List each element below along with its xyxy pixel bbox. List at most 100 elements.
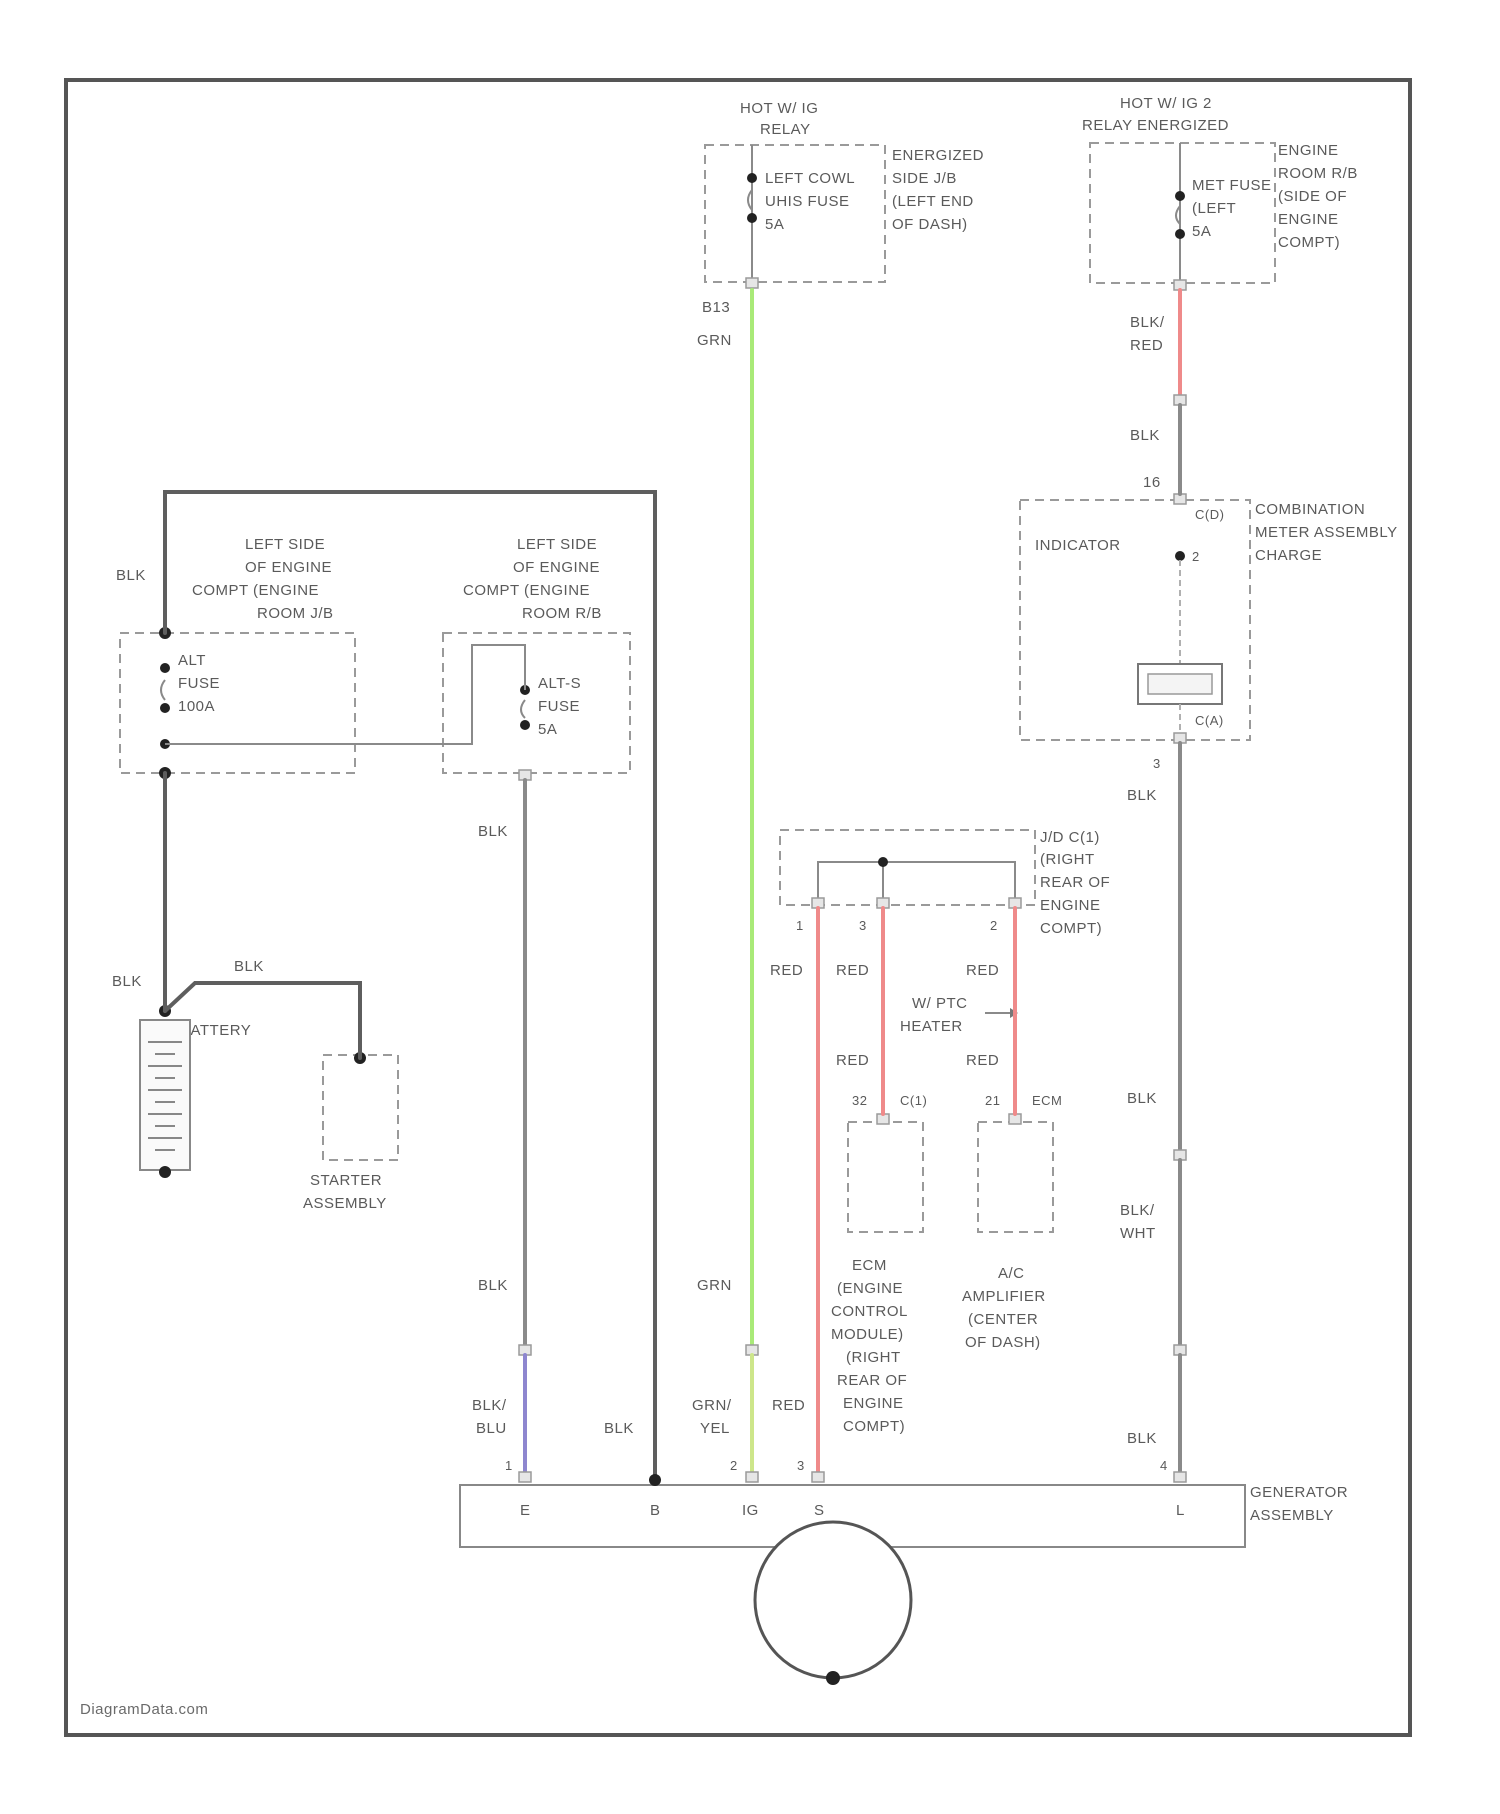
alt-s-fuse-label: ALT-S xyxy=(538,675,581,692)
of-dash-label: OF DASH) xyxy=(892,216,968,233)
wire-color-blk-alt-s: BLK xyxy=(478,823,508,840)
wire-color-grn-top: GRN xyxy=(697,332,732,349)
ecm-label-2: (ENGINE xyxy=(837,1280,903,1297)
side-jb-box xyxy=(705,145,885,282)
engine2-label: ENGINE xyxy=(1278,211,1339,228)
jd-rear-label: REAR OF xyxy=(1040,874,1110,891)
combination-label: COMBINATION xyxy=(1255,501,1365,518)
alt-s-fuse-word: FUSE xyxy=(538,698,580,715)
relay-energized-label: RELAY ENERGIZED xyxy=(1082,117,1229,134)
terminal-l: L xyxy=(1176,1502,1185,1519)
terminal-dot xyxy=(160,663,170,673)
compt-engine-label: COMPT (ENGINE xyxy=(192,582,319,599)
jd-connector-label: J/D C(1) xyxy=(1040,829,1100,846)
meter-assembly-label: METER ASSEMBLY xyxy=(1255,524,1398,541)
of-engine-label-2: OF ENGINE xyxy=(513,559,600,576)
wire-color-red-2: RED xyxy=(836,962,869,979)
side-jb-fuse-block: HOT W/ IG RELAY ENERGIZED SIDE J/B (LEFT… xyxy=(697,100,984,349)
connector-cd: C(D) xyxy=(1195,507,1224,522)
connector xyxy=(1174,1472,1186,1482)
wire-color-blk-meter: BLK xyxy=(1127,787,1157,804)
alt-fuse-amp: 100A xyxy=(178,698,215,715)
ac-amplifier: 21 ECM A/C AMPLIFIER (CENTER OF DASH) xyxy=(962,1093,1062,1351)
combination-meter-assembly: C(D) COMBINATION METER ASSEMBLY CHARGE I… xyxy=(1020,494,1398,804)
starter-label-1: STARTER xyxy=(310,1172,382,1189)
wire-color-red-3: RED xyxy=(966,962,999,979)
wire-color-blk-b: BLK xyxy=(604,1420,634,1437)
left-cowl-label: LEFT COWL xyxy=(765,170,855,187)
connector-b13 xyxy=(746,278,758,288)
footer-watermark: DiagramData.com xyxy=(80,1701,208,1718)
alt-fuse-word: FUSE xyxy=(178,675,220,692)
connector xyxy=(519,1472,531,1482)
side-jb-label: SIDE J/B xyxy=(892,170,957,187)
connector xyxy=(812,1472,824,1482)
room-jb-label: ROOM J/B xyxy=(257,605,334,622)
terminal-dot xyxy=(160,703,170,713)
wire-color-blk-red: BLK/ xyxy=(1130,314,1165,331)
terminal-ig: IG xyxy=(742,1502,759,1519)
ecm-module: 32 C(1) ECM (ENGINE CONTROL MODULE) (RIG… xyxy=(831,1093,927,1435)
wire-color-blk-lower-left: BLK xyxy=(478,1277,508,1294)
alt-fuse-label: ALT xyxy=(178,652,206,669)
wire-color-red: RED xyxy=(1130,337,1163,354)
wire-alt-to-alt-s xyxy=(165,645,525,744)
wire-color-blk-right-lower: BLK xyxy=(1127,1090,1157,1107)
alt-s-fuse-amp: 5A xyxy=(538,721,557,738)
fuse-terminal-dot xyxy=(747,213,757,223)
wire-blk-starter xyxy=(165,983,360,1058)
battery-ground-dot xyxy=(159,1166,171,1178)
left-side-label-2: LEFT SIDE xyxy=(517,536,597,553)
generator-b-terminal-dot xyxy=(649,1474,661,1486)
generator-ground-dot xyxy=(826,1671,840,1685)
engine-room-rb-box xyxy=(1090,143,1275,283)
starter-box xyxy=(323,1055,398,1160)
generator-assembly: 1 2 3 4 E B IG S L GENERATOR ASSEMBLY xyxy=(460,1458,1348,1685)
ecm-connector: C(1) xyxy=(900,1093,927,1108)
pin-3b: 3 xyxy=(859,918,867,933)
pin-ig-number: 2 xyxy=(730,1458,738,1473)
uhis-fuse-amp: 5A xyxy=(765,216,784,233)
hot-ig-label: HOT W/ IG xyxy=(740,100,818,117)
starter-label-2: ASSEMBLY xyxy=(303,1195,387,1212)
ecm-label-4: MODULE) xyxy=(831,1326,904,1343)
terminal-e: E xyxy=(520,1502,531,1519)
jd-compt-label: COMPT) xyxy=(1040,920,1102,937)
wire-color-blk-wht-2: WHT xyxy=(1120,1225,1156,1242)
of-engine-label: OF ENGINE xyxy=(245,559,332,576)
ecm-pin-32: 32 xyxy=(852,1093,867,1108)
met-fuse-label: MET FUSE xyxy=(1192,177,1272,194)
left-end-label: (LEFT END xyxy=(892,193,974,210)
wire-color-blk-wht-1: BLK/ xyxy=(1120,1202,1155,1219)
terminal-s: S xyxy=(814,1502,825,1519)
connector xyxy=(746,1472,758,1482)
pin-3: 3 xyxy=(1153,756,1161,771)
engine-room-rb-fuse-block: HOT W/ IG 2 RELAY ENERGIZED ENGINE ROOM … xyxy=(1082,95,1358,491)
ecm-box xyxy=(848,1122,923,1232)
ac-amplifier-box xyxy=(978,1122,1053,1232)
indicator-label: INDICATOR xyxy=(1035,537,1121,554)
jd-bus-bar xyxy=(818,862,1015,900)
wire-color-blk-blu-1: BLK/ xyxy=(472,1397,507,1414)
fuse-symbol xyxy=(521,700,525,718)
generator-icon xyxy=(755,1522,911,1678)
wire-color-grn-lower: GRN xyxy=(697,1277,732,1294)
splice-dot xyxy=(878,857,888,867)
room-jb-alt-fuse-block: LEFT SIDE OF ENGINE COMPT (ENGINE ROOM J… xyxy=(116,536,355,779)
met-fuse-amp: 5A xyxy=(1192,223,1211,240)
ecm-label-5: (RIGHT xyxy=(846,1349,901,1366)
charge-label: CHARGE xyxy=(1255,547,1322,564)
ecm-label-6: REAR OF xyxy=(837,1372,907,1389)
pin-s-number: 3 xyxy=(797,1458,805,1473)
uhis-fuse-label: UHIS FUSE xyxy=(765,193,850,210)
pin-b13: B13 xyxy=(702,299,730,316)
wire-color-blk-battery-left: BLK xyxy=(112,973,142,990)
room-rb-label: ROOM R/B xyxy=(1278,165,1358,182)
ac-pin-21: 21 xyxy=(985,1093,1000,1108)
compt-label: COMPT) xyxy=(1278,234,1340,251)
energized-label: ENERGIZED xyxy=(892,147,984,164)
room-rb-label-2: ROOM R/B xyxy=(522,605,602,622)
lower-wire-labels: BLK BLK/ BLU BLK GRN GRN/ YEL RED BLK BL… xyxy=(472,1090,1157,1447)
battery-and-starter: BLK BLK BATTERY STARTER ASSEMBLY xyxy=(112,958,398,1212)
